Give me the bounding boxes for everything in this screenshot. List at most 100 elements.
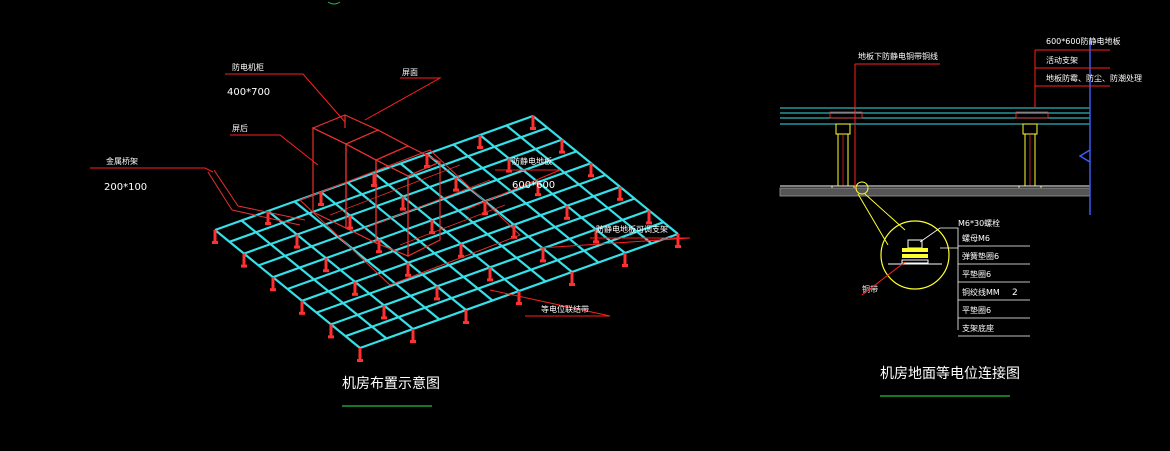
support-foot (477, 146, 483, 149)
support-foot (564, 216, 570, 220)
label-floor-treatment: 地板防霉、防尘、防潮处理 (1046, 73, 1142, 83)
support-foot (458, 254, 464, 258)
spec-table-rows: 螺母M6 弹簧垫圈6 平垫圈6 铜绞线MM 2 平垫圈6 支架底座 (958, 233, 1030, 337)
label-underfloor-cable: 地板下防静电铜带铜线 (858, 51, 938, 61)
support-foot (434, 297, 440, 301)
support-foot (646, 221, 652, 225)
label-panel: 防静电地板 (512, 156, 552, 166)
label-floor-panel: 600*600防静电地板 (1046, 36, 1121, 46)
label-cabinet: 防电机柜 (232, 62, 264, 72)
support-foot (535, 193, 541, 197)
spec-row-washer2: 平垫圈6 (962, 269, 991, 279)
support-foot (381, 316, 387, 320)
support-foot (622, 264, 628, 267)
floor-bonding-diagram: 600*600防静电地板 活动支架 地板防霉、防尘、防潮处理 地板下防静电铜带铜… (779, 36, 1142, 397)
grid-line (320, 191, 467, 311)
detail-callout-link (864, 193, 906, 231)
label-bonding: 等电位联结带 (541, 304, 589, 314)
left-diagram-title: 机房布置示意图 (342, 375, 440, 392)
support-foot (318, 203, 324, 206)
spec-row-washer3: 平垫圈6 (962, 305, 991, 315)
detail-callout-small (855, 181, 869, 195)
top-mark (327, 1, 341, 5)
spec-row-strip: 铜绞线MM (962, 287, 1000, 297)
right-diagram-title: 机房地面等电位连接图 (880, 365, 1020, 382)
grid-line (426, 153, 573, 273)
support-foot (463, 321, 469, 324)
metal-cable-tray (207, 169, 306, 226)
support-foot (410, 340, 416, 343)
leader-lines (90, 73, 691, 317)
raised-floor-platform (299, 149, 521, 286)
support-foot (212, 241, 218, 244)
grid-line (532, 115, 679, 235)
support-foot (294, 245, 300, 249)
spec-row-base: 支架底座 (962, 323, 994, 333)
grid-line (479, 134, 626, 254)
platform-edge (329, 164, 461, 216)
platform-edge (399, 204, 506, 246)
support-foot (424, 165, 430, 168)
support-foot (530, 127, 536, 130)
support-foot (357, 359, 363, 362)
support-foot (506, 169, 512, 173)
grid-line (452, 143, 600, 264)
label-tray: 金属桥架 (106, 156, 138, 166)
support-foot (241, 264, 247, 268)
concrete-floor (779, 187, 1091, 197)
grid-line (267, 210, 414, 330)
platform-edge (359, 179, 491, 231)
label-tray-size: 200*100 (104, 182, 147, 193)
spec-row-count: 2 (1012, 288, 1018, 298)
support-foot (675, 245, 681, 248)
support-foot (376, 250, 382, 254)
label-back: 屏后 (232, 123, 248, 133)
support-foot (487, 278, 493, 282)
floor-panel-section (780, 107, 1090, 125)
grid-line (373, 172, 520, 292)
detail-circle (880, 220, 950, 290)
right-leader-lines (854, 49, 1110, 188)
support-foot (347, 226, 353, 230)
grid-line (214, 229, 361, 349)
label-cabinet-size: 400*700 (227, 87, 270, 98)
support-foot (405, 273, 411, 277)
support-foot (328, 335, 334, 339)
support-foot (588, 174, 594, 178)
label-bolt: M6*30螺栓 (958, 218, 1000, 228)
support-foot (593, 240, 599, 244)
cabinet-block (311, 114, 442, 257)
support-foot (559, 150, 565, 154)
grid-line (346, 181, 494, 302)
support-foot (270, 288, 276, 292)
support-foot (265, 222, 271, 225)
spec-row-nut: 螺母M6 (962, 233, 990, 243)
movable-support-right (1018, 123, 1042, 191)
support-foot (617, 197, 623, 201)
wall-section (1078, 40, 1091, 215)
support-foot (352, 292, 358, 296)
detail-bolt (888, 239, 942, 265)
grid-line (240, 219, 388, 340)
support-foot (323, 269, 329, 273)
movable-support-left (831, 123, 855, 191)
support-foot (400, 207, 406, 211)
detail-callout-link (857, 193, 889, 246)
spec-table (919, 227, 959, 330)
grid-line (399, 162, 547, 283)
room-layout-diagram: 防电机柜 400*700 屏面 屏后 金属桥架 200*100 防静电地板 60… (90, 62, 691, 407)
support-foot (540, 259, 546, 263)
label-movable-support: 活动支架 (1046, 55, 1078, 65)
label-support: 防静电地板可调支架 (596, 224, 668, 234)
bond-leader (861, 261, 906, 296)
label-front: 屏面 (402, 68, 418, 77)
grid-line (293, 200, 441, 321)
support-foot (516, 302, 522, 305)
support-foot (453, 188, 459, 192)
label-panel-size: 600*600 (512, 180, 555, 191)
floor-supports (212, 116, 681, 362)
support-foot (569, 283, 575, 286)
spec-row-washer1: 弹簧垫圈6 (962, 251, 999, 261)
